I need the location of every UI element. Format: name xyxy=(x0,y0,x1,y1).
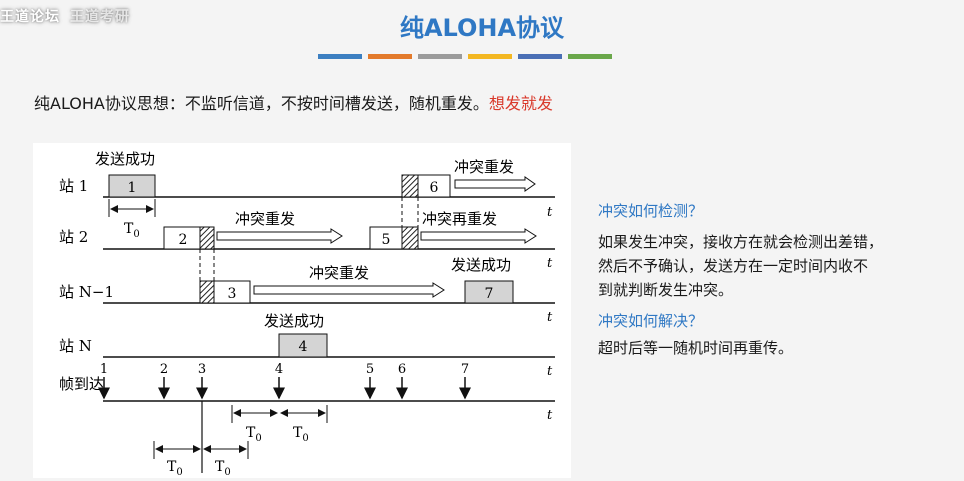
resend-arrow xyxy=(454,176,536,192)
collision-detect-answer: 如果发生冲突，接收方在就会检测出差错， 然后不予确认，发送方在一定时间内收不 到… xyxy=(598,230,958,302)
arrival-number: 4 xyxy=(275,362,283,377)
axis-t-label: t xyxy=(547,205,553,220)
color-segment xyxy=(418,54,462,59)
collision-resolve-answer: 超时后等一随机时间再重传。 xyxy=(598,339,794,357)
watermark-text: 王道论坛 xyxy=(0,9,60,25)
answer-line: 如果发生冲突，接收方在就会检测出差错， xyxy=(598,233,884,251)
axis-t-label: t xyxy=(547,364,553,379)
forum-watermark: 王道论坛王道考研 xyxy=(0,6,130,26)
frame-number: 6 xyxy=(430,180,439,196)
collision-resend-again-label: 冲突再重发 xyxy=(422,210,497,228)
resend-arrow xyxy=(253,282,445,298)
collision-hatch xyxy=(401,226,419,250)
axis-t-label: t xyxy=(547,256,553,271)
color-segment xyxy=(368,54,412,59)
collision-detect-heading: 冲突如何检测？ xyxy=(598,202,704,220)
intro-text: 纯ALOHA协议思想：不监听信道，不按时间槽发送，随机重发。 xyxy=(34,94,489,113)
watermark-faint-text: 王道考研 xyxy=(70,9,130,25)
frame-arrival-label: 帧到达 xyxy=(59,375,104,393)
slide-title: 纯ALOHA协议 xyxy=(399,14,565,42)
answer-line: 然后不予确认，发送方在一定时间内收不 xyxy=(598,257,869,275)
frame-7-box xyxy=(464,280,514,304)
intro-highlight: 想发就发 xyxy=(488,94,553,113)
station-label: 站 1 xyxy=(59,177,88,195)
resend-arrow xyxy=(420,228,537,244)
collision-resend-label: 冲突重发 xyxy=(454,158,514,176)
color-segment xyxy=(468,54,512,59)
period-label: T0 xyxy=(215,459,231,478)
arrival-number: 1 xyxy=(100,362,108,377)
arrival-number: 2 xyxy=(160,362,168,377)
arrival-number: 3 xyxy=(198,362,206,377)
collision-resend-label: 冲突重发 xyxy=(309,264,369,282)
color-segment xyxy=(568,54,612,59)
send-success-label: 发送成功 xyxy=(95,150,155,168)
frame-number: 1 xyxy=(128,180,137,196)
timing-diagram-svg: 站 1 站 2 站 N−1 站 N 帧到达 t t t t t 发送成功 1 T… xyxy=(59,150,555,478)
station-label: 站 2 xyxy=(59,228,88,246)
station-label: 站 N−1 xyxy=(59,283,114,301)
color-segment xyxy=(518,54,562,59)
arrival-number: 6 xyxy=(398,362,406,377)
send-success-label: 发送成功 xyxy=(451,256,511,274)
collision-hatch xyxy=(199,226,215,250)
period-label: T0 xyxy=(293,425,309,444)
frame-4-box xyxy=(278,333,328,358)
frame-1-box xyxy=(108,174,156,198)
send-success-label: 发送成功 xyxy=(264,312,324,330)
frame-6-box xyxy=(417,174,451,198)
intro-line: 纯ALOHA协议思想：不监听信道，不按时间槽发送，随机重发。想发就发 xyxy=(34,90,553,114)
arrival-number: 5 xyxy=(366,362,374,377)
frame-3-box xyxy=(213,280,251,304)
axis-t-label: t xyxy=(547,310,553,325)
color-segment xyxy=(318,54,362,59)
period-label: T0 xyxy=(167,459,183,478)
period-label: T0 xyxy=(246,425,262,444)
frame-number: 5 xyxy=(382,232,391,248)
resend-arrow xyxy=(216,228,343,244)
title-color-bar xyxy=(318,54,612,59)
frame-number: 3 xyxy=(228,286,237,302)
collision-resolve-heading: 冲突如何解决？ xyxy=(598,312,704,330)
collision-hatch xyxy=(401,174,419,198)
station-label: 站 N xyxy=(59,337,92,355)
frame-number: 2 xyxy=(179,232,188,248)
period-label: T0 xyxy=(124,221,140,240)
axis-t-label: t xyxy=(547,408,553,423)
aloha-timing-diagram: 站 1 站 2 站 N−1 站 N 帧到达 t t t t t 发送成功 1 T… xyxy=(33,143,571,478)
collision-resend-label: 冲突重发 xyxy=(235,210,295,228)
arrival-number: 7 xyxy=(461,362,469,377)
answer-line: 到就判断发生冲突。 xyxy=(598,281,734,299)
frame-number: 4 xyxy=(299,339,308,355)
frame-number: 7 xyxy=(485,286,494,302)
collision-hatch xyxy=(199,280,215,304)
